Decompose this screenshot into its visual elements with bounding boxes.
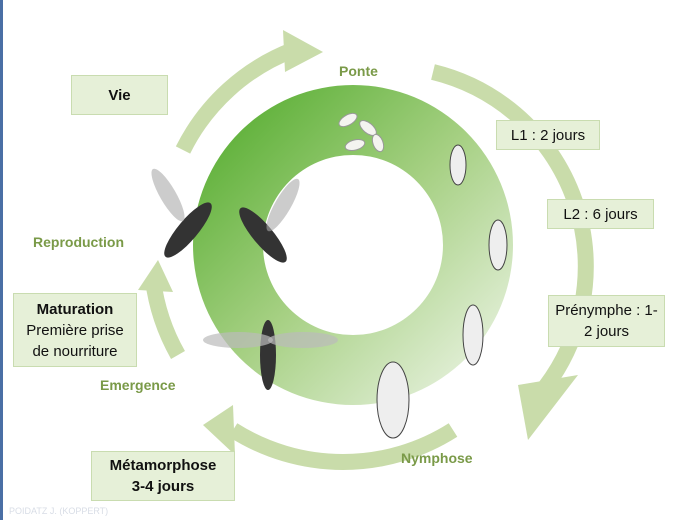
stage-ponte: Ponte	[339, 63, 378, 79]
stage-reproduction: Reproduction	[33, 234, 124, 250]
adult-thrips-icons	[151, 168, 338, 390]
stage-emergence: Emergence	[100, 377, 176, 393]
maturation-title: Maturation	[36, 300, 114, 318]
l2-label: L2 : 6 jours	[563, 205, 638, 223]
prenymphe-line2: 2 jours	[583, 323, 630, 340]
maturation-line1: Première prise	[26, 321, 124, 339]
box-metamorphose: Métamorphose 3-4 jours	[91, 451, 235, 501]
metamorphose-duration: 3-4 jours	[131, 478, 195, 495]
stage-nymphose: Nymphose	[401, 450, 473, 466]
arrow-heads	[138, 30, 578, 455]
life-cycle-ring	[193, 85, 513, 405]
l1-label: L1 : 2 jours	[510, 126, 586, 144]
box-vie: Vie	[71, 75, 168, 115]
larva-icons	[376, 144, 508, 439]
prenymphe-line1: Prénymphe : 1-	[555, 302, 658, 319]
image-credit: POIDATZ J. (KOPPERT)	[9, 506, 109, 516]
eggs-icon	[338, 112, 385, 153]
box-l2: L2 : 6 jours	[547, 199, 654, 229]
box-l1: L1 : 2 jours	[496, 120, 600, 150]
vie-label: Vie	[108, 86, 131, 104]
metamorphose-title: Métamorphose	[109, 457, 217, 474]
maturation-line2: de nourriture	[32, 342, 118, 360]
cycle-graphic	[138, 30, 594, 471]
box-prenymphe: Prénymphe : 1- 2 jours	[548, 295, 665, 347]
